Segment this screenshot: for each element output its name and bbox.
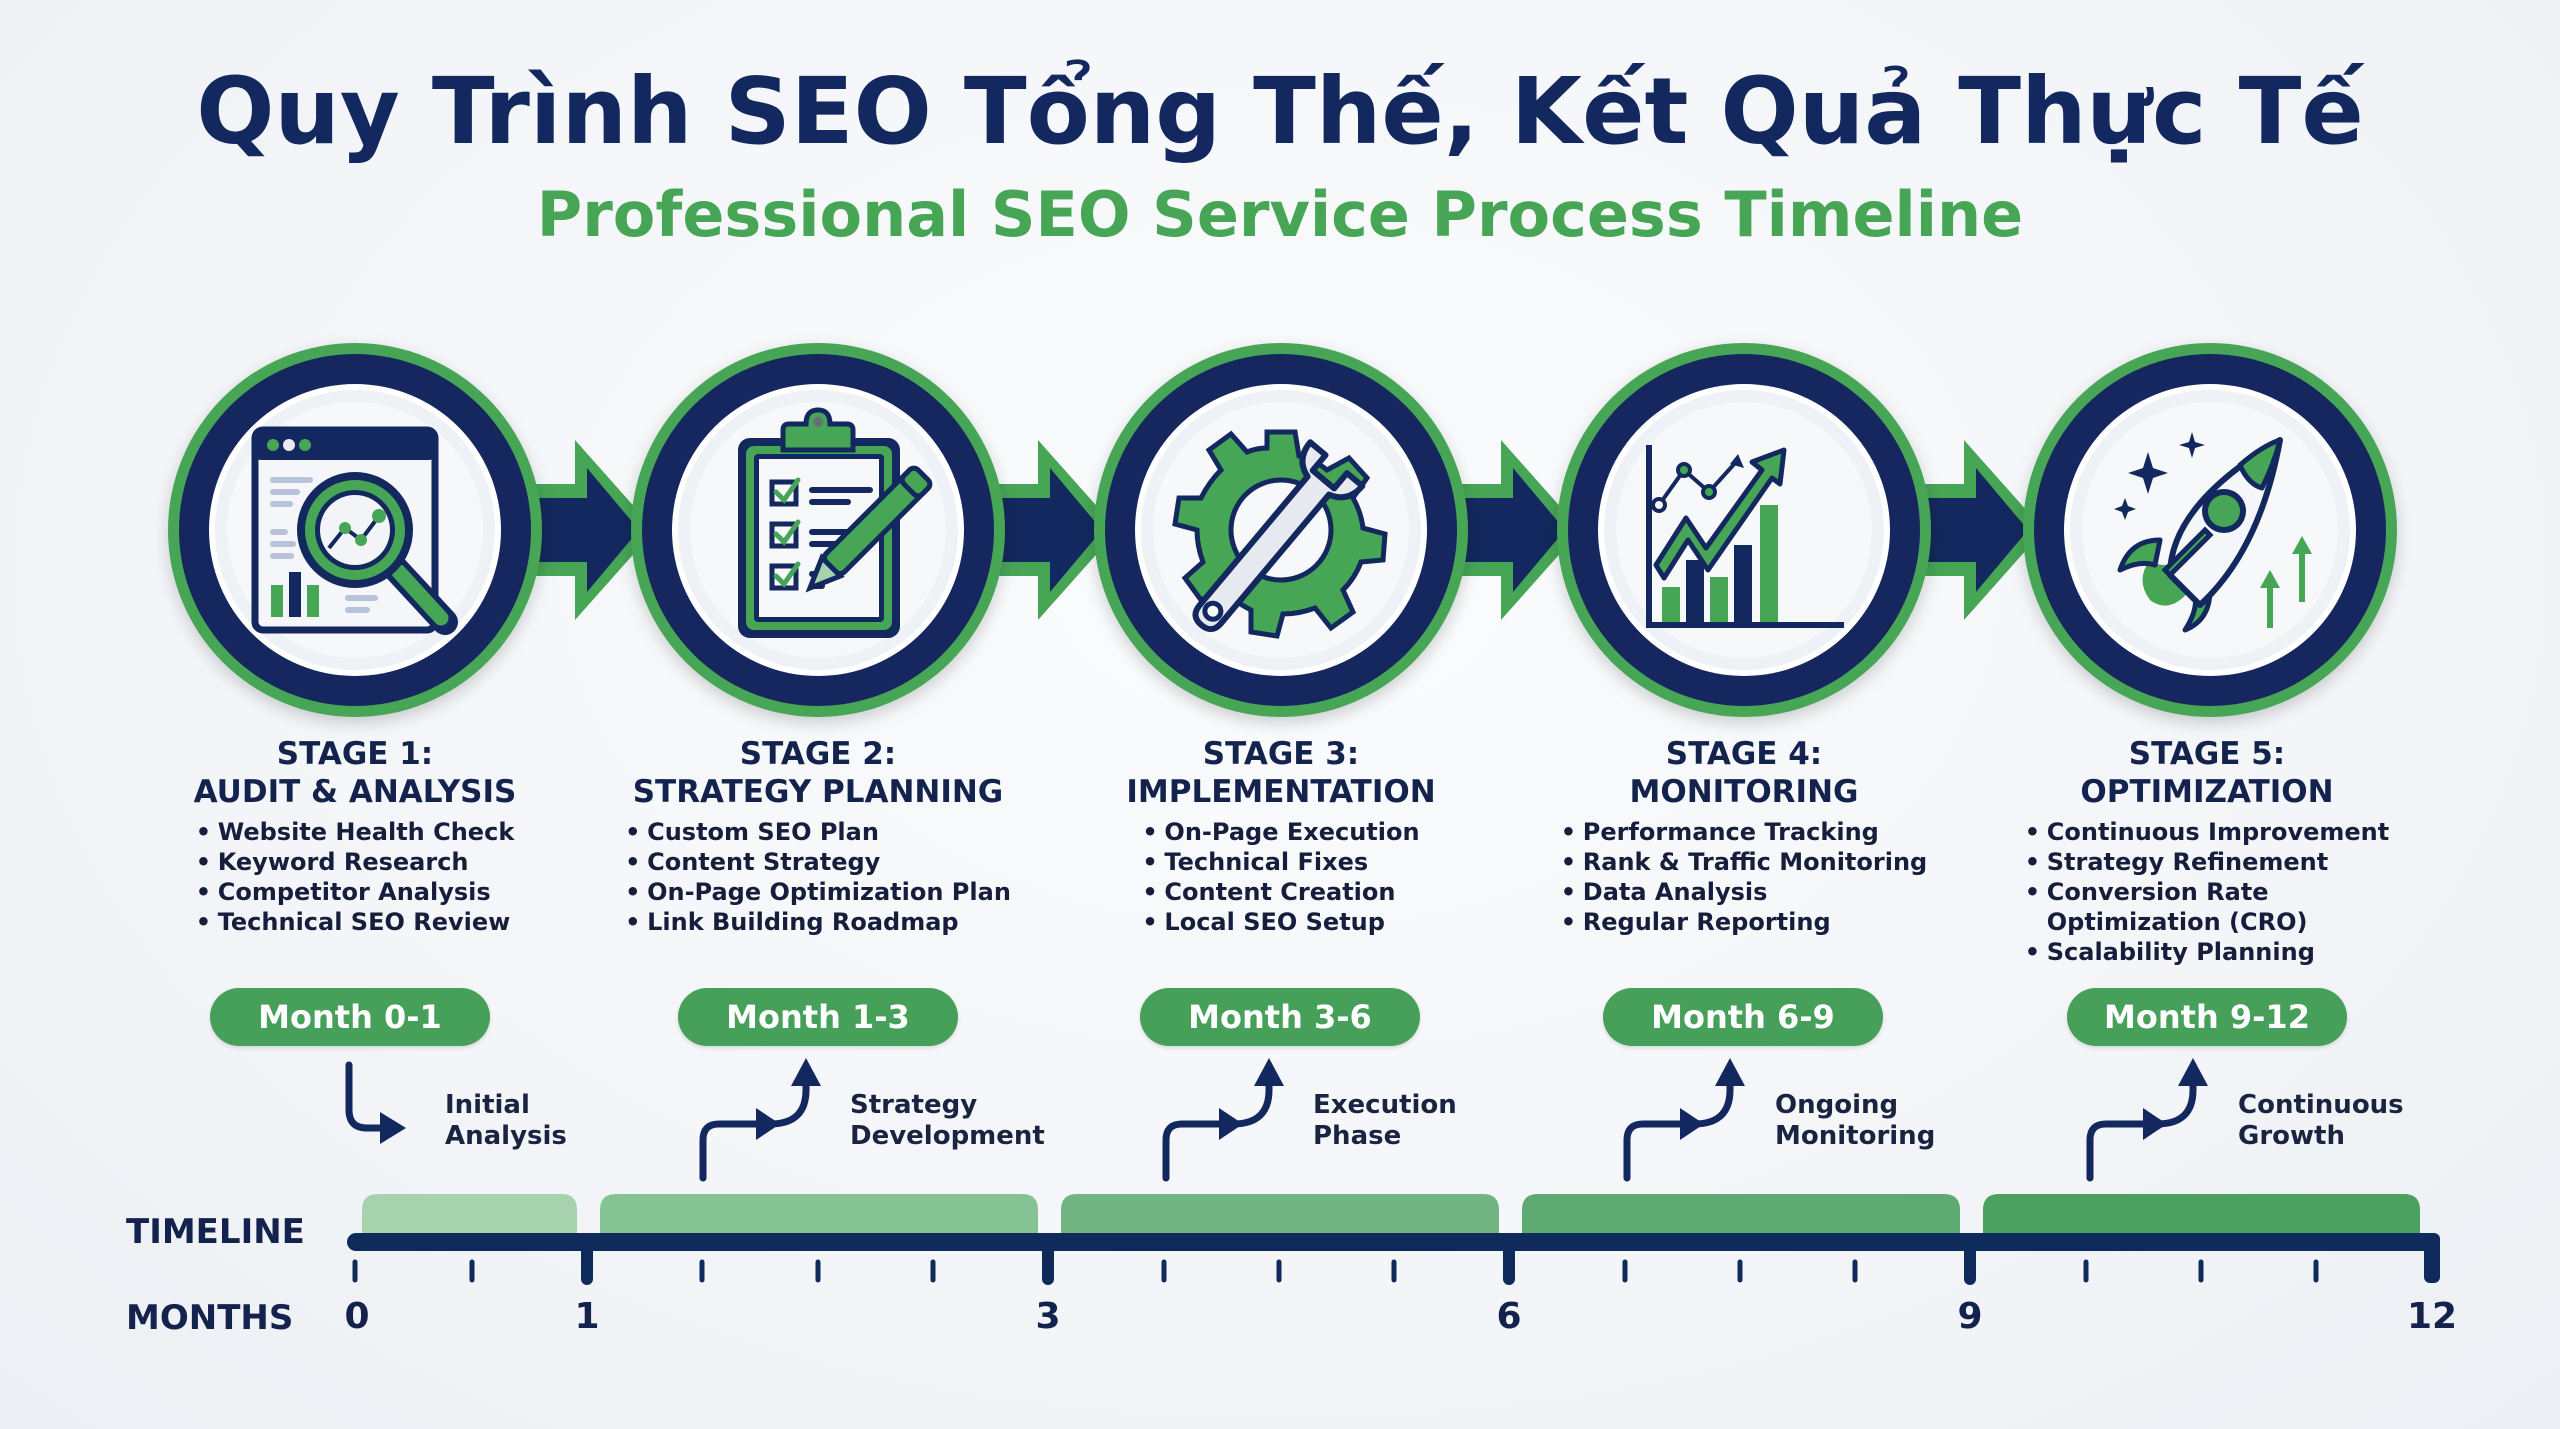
month-mark-0: 0: [344, 1296, 370, 1337]
month-badge-2: Month 1-3: [678, 988, 958, 1046]
note-stage-2: Strategy Development: [850, 1090, 1045, 1151]
list-item: Link Building Roadmap: [625, 907, 1011, 937]
stage-items: Custom SEO Plan Content Strategy On-Page…: [625, 817, 1011, 937]
stage-items: Website Health Check Keyword Research Co…: [196, 817, 515, 937]
list-item: Strategy Refinement: [2025, 847, 2389, 877]
gear-wrench-icon: [1172, 429, 1388, 639]
stage-name: OPTIMIZATION: [2080, 774, 2334, 810]
list-item: Technical Fixes: [1142, 847, 1419, 877]
month-mark-12: 12: [2406, 1296, 2458, 1337]
month-mark-6: 6: [1496, 1296, 1522, 1337]
month-badge-5: Month 9-12: [2067, 988, 2347, 1046]
note-stage-4: Ongoing Monitoring: [1775, 1090, 1936, 1151]
list-item: Scalability Planning: [2025, 937, 2389, 967]
annotation-arrowheads: [380, 1058, 2208, 1144]
stage-4: STAGE 4: MONITORING Performance Tracking…: [1524, 735, 1964, 937]
page-subtitle: Professional SEO Service Process Timelin…: [536, 178, 2024, 251]
growth-chart-icon: [1646, 445, 1844, 628]
note-stage-3: Execution Phase: [1313, 1090, 1457, 1151]
page-title: Quy Trình SEO Tổng Thế, Kết Quả Thực Tế: [196, 58, 2364, 165]
stage-name: MONITORING: [1629, 774, 1859, 810]
list-item: Keyword Research: [196, 847, 515, 877]
list-item: Custom SEO Plan: [625, 817, 1011, 847]
website-audit-magnifier-icon: [251, 426, 458, 635]
list-item: Content Creation: [1142, 877, 1419, 907]
list-item: Rank & Traffic Monitoring: [1561, 847, 1927, 877]
list-item: Conversion Rate: [2025, 877, 2389, 907]
stage-3: STAGE 3: IMPLEMENTATION On-Page Executio…: [1061, 735, 1501, 937]
list-item: Competitor Analysis: [196, 877, 515, 907]
stage-number: STAGE 5:: [2128, 736, 2286, 772]
note-stage-1: Initial Analysis: [445, 1090, 567, 1151]
list-item: Website Health Check: [196, 817, 515, 847]
stage-number: STAGE 1:: [276, 736, 434, 772]
month-badge-4: Month 6-9: [1603, 988, 1883, 1046]
stage-items: On-Page Execution Technical Fixes Conten…: [1142, 817, 1419, 937]
list-item: Local SEO Setup: [1142, 907, 1419, 937]
list-item: On-Page Execution: [1142, 817, 1419, 847]
stage-number: STAGE 3:: [1202, 736, 1360, 772]
timeline-bar: [347, 1233, 2440, 1285]
month-mark-9: 9: [1957, 1296, 1983, 1337]
month-mark-3: 3: [1035, 1296, 1061, 1337]
month-mark-1: 1: [574, 1296, 600, 1337]
stage-name: STRATEGY PLANNING: [632, 774, 1004, 810]
list-item: Technical SEO Review: [196, 907, 515, 937]
stage-name: IMPLEMENTATION: [1126, 774, 1436, 810]
stage-number: STAGE 2:: [739, 736, 897, 772]
timeline-segments: [362, 1194, 2420, 1233]
stage-5: STAGE 5: OPTIMIZATION Continuous Improve…: [1987, 735, 2427, 967]
list-item: Continuous Improvement: [2025, 817, 2389, 847]
clipboard-checklist-pencil-icon: [738, 407, 933, 638]
month-badge-1: Month 0-1: [210, 988, 490, 1046]
list-item: On-Page Optimization Plan: [625, 877, 1011, 907]
list-item: Regular Reporting: [1561, 907, 1927, 937]
stage-number: STAGE 4:: [1665, 736, 1823, 772]
list-item: Performance Tracking: [1561, 817, 1927, 847]
stage-items: Continuous Improvement Strategy Refineme…: [2025, 817, 2389, 967]
annotation-arrows: [345, 1061, 2197, 1182]
timeline-label: TIMELINE: [126, 1212, 305, 1252]
stage-name: AUDIT & ANALYSIS: [193, 774, 517, 810]
list-item: Data Analysis: [1561, 877, 1927, 907]
stage-2: STAGE 2: STRATEGY PLANNING Custom SEO Pl…: [598, 735, 1038, 937]
stage-items: Performance Tracking Rank & Traffic Moni…: [1561, 817, 1927, 937]
months-label: MONTHS: [126, 1298, 294, 1338]
rocket-icon: [2114, 432, 2312, 633]
note-stage-5: Continuous Growth: [2238, 1090, 2404, 1151]
stage-1: STAGE 1: AUDIT & ANALYSIS Website Health…: [135, 735, 575, 937]
list-item-continuation: Optimization (CRO): [2046, 908, 2308, 936]
month-badge-3: Month 3-6: [1140, 988, 1420, 1046]
list-item: Content Strategy: [625, 847, 1011, 877]
